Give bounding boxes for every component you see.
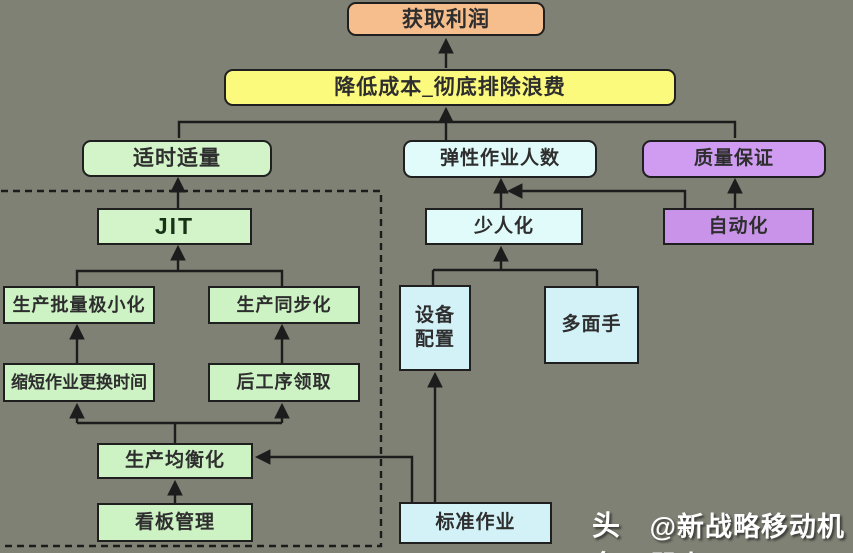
node-right-time-quantity: 适时适量 xyxy=(82,140,272,177)
node-standard-work: 标准作业 xyxy=(399,502,552,544)
node-profit: 获取利润 xyxy=(347,2,545,36)
node-fewer-workers: 少人化 xyxy=(425,208,583,245)
node-flexible-workforce: 弹性作业人数 xyxy=(403,140,597,178)
node-cost-reduction: 降低成本_彻底排除浪费 xyxy=(224,69,676,106)
node-jit: JIT xyxy=(97,208,252,245)
node-multi-skilled-worker: 多面手 xyxy=(544,286,639,364)
node-quality-assurance: 质量保证 xyxy=(642,140,826,178)
jit-dashed-boundary xyxy=(1,189,383,548)
watermark-brand-logo: 头条 xyxy=(592,510,623,553)
node-kanban-management: 看板管理 xyxy=(97,503,253,542)
node-downstream-pull: 后工序领取 xyxy=(208,363,360,402)
node-batch-minimization: 生产批量极小化 xyxy=(3,286,155,324)
node-autonomation: 自动化 xyxy=(663,208,814,245)
node-production-sync: 生产同步化 xyxy=(208,286,360,324)
watermark: 头条 @新战略移动机器人 xyxy=(592,504,853,553)
node-production-leveling: 生产均衡化 xyxy=(97,443,253,479)
node-changeover-time-reduction: 缩短作业更换时间 xyxy=(3,363,155,402)
watermark-handle: @新战略移动机器人 xyxy=(649,512,845,553)
node-equipment-layout: 设备 配置 xyxy=(399,285,471,371)
